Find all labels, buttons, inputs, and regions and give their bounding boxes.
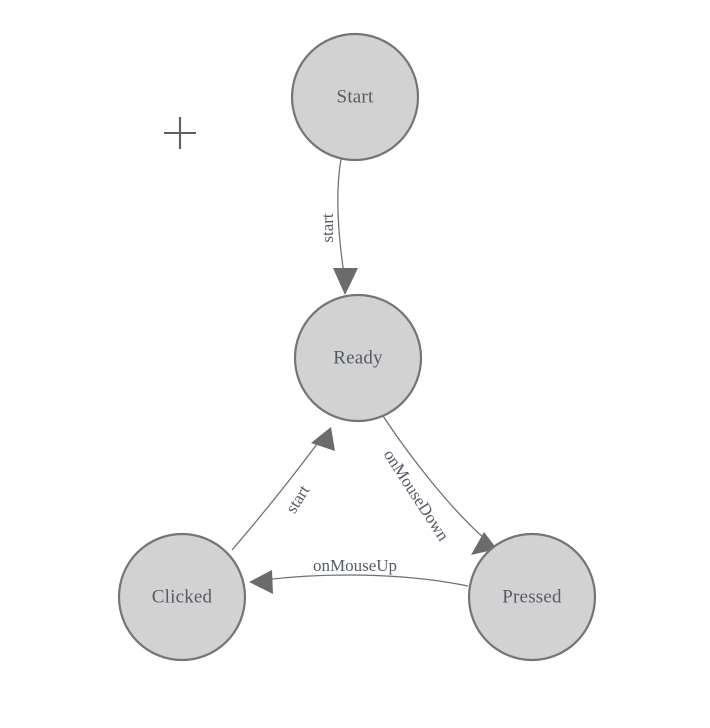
edge-label-start-to-ready: start xyxy=(318,213,337,243)
edge-label-clicked-to-ready: start xyxy=(282,481,314,516)
node-circle-clicked[interactable] xyxy=(117,532,247,662)
edge-label-pressed-to-clicked: onMouseUp xyxy=(313,556,397,575)
nodes-layer: Start Ready Clicked Pressed xyxy=(117,32,597,662)
edge-start-to-ready[interactable]: start xyxy=(318,158,358,295)
crosshair-icon xyxy=(164,117,196,149)
arrowhead-pressed-to-clicked xyxy=(249,570,273,594)
edge-path-pressed-to-clicked[interactable] xyxy=(263,574,469,587)
edge-ready-to-pressed[interactable]: onMouseDown xyxy=(380,415,497,555)
edge-pressed-to-clicked[interactable]: onMouseUp xyxy=(249,556,469,594)
node-label-pressed: Pressed xyxy=(502,586,562,607)
edge-clicked-to-ready[interactable]: start xyxy=(231,427,335,551)
node-circle-start[interactable] xyxy=(290,32,420,162)
node-circle-pressed[interactable] xyxy=(467,532,597,662)
node-label-start: Start xyxy=(337,86,374,107)
edge-path-clicked-to-ready[interactable] xyxy=(231,439,321,551)
node-ready[interactable]: Ready xyxy=(293,293,423,423)
edge-path-start-to-ready[interactable] xyxy=(337,158,346,282)
node-label-ready: Ready xyxy=(333,347,383,368)
node-label-clicked: Clicked xyxy=(152,586,213,607)
node-circle-ready[interactable] xyxy=(293,293,423,423)
node-start[interactable]: Start xyxy=(290,32,420,162)
node-clicked[interactable]: Clicked xyxy=(117,532,247,662)
arrowhead-start-to-ready xyxy=(333,268,358,295)
arrowhead-clicked-to-ready xyxy=(311,427,335,451)
node-pressed[interactable]: Pressed xyxy=(467,532,597,662)
edge-path-ready-to-pressed[interactable] xyxy=(382,415,487,541)
